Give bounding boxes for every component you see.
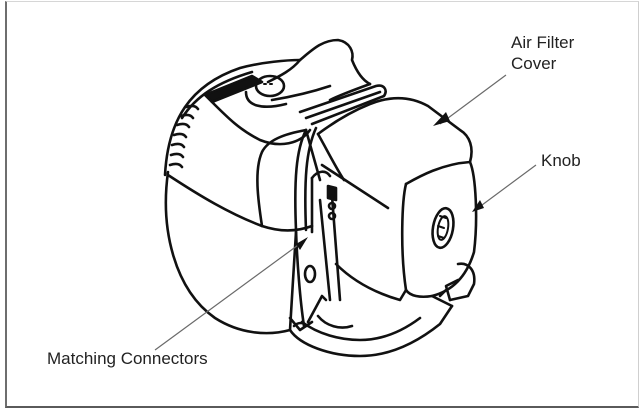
- label-air-filter-cover: Air Filter Cover: [511, 32, 574, 74]
- arrow-matching-connectors-icon: [296, 237, 308, 250]
- air-filter-cover: [316, 96, 478, 302]
- label-knob: Knob: [541, 151, 581, 170]
- label-air-filter-cover-line1: Air Filter: [511, 33, 575, 52]
- arrow-knob-icon: [472, 200, 484, 212]
- label-air-filter-cover-line2: Cover: [511, 54, 557, 73]
- leader-lines: [154, 74, 537, 351]
- leader-matching-connectors: [154, 239, 306, 351]
- arrowheads: [296, 112, 484, 250]
- belt-strap: [163, 58, 302, 177]
- base-tray: [288, 262, 476, 358]
- leader-knob: [477, 164, 537, 209]
- arrow-air-filter-cover-icon: [433, 112, 450, 126]
- figure-frame: [5, 1, 639, 408]
- label-matching-connectors: Matching Connectors: [47, 349, 208, 368]
- blower-housing: [164, 38, 387, 335]
- leader-air-filter-cover: [439, 74, 507, 125]
- connector-channel: [288, 126, 342, 332]
